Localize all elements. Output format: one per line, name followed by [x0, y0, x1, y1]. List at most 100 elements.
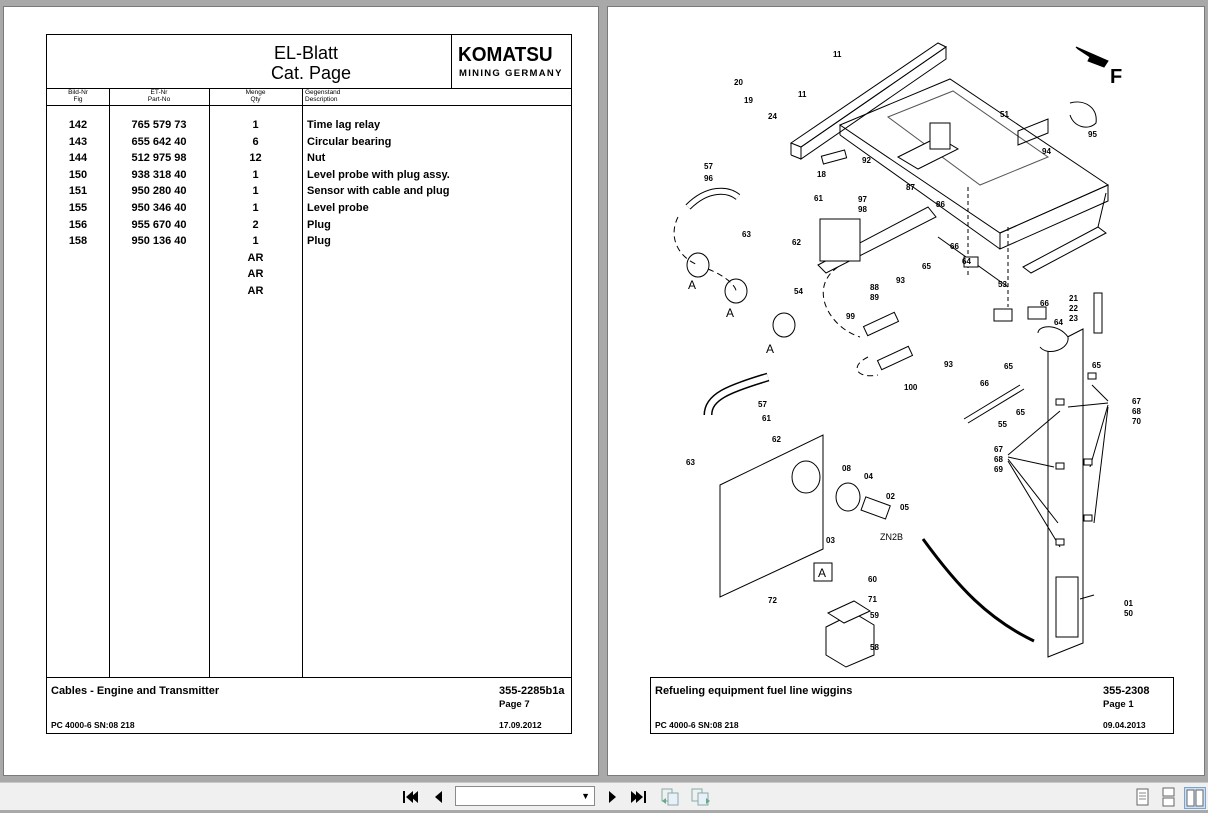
footer-model: PC 4000-6 SN:08 218 — [655, 720, 739, 730]
next-view-icon[interactable] — [690, 787, 710, 807]
label-a: A — [726, 306, 734, 320]
part-number-cell: 950 346 40 — [131, 201, 187, 214]
part-number-cell: 765 579 73 — [131, 119, 187, 131]
footer-date: 17.09.2012 — [499, 720, 542, 730]
callout-number: 93 — [944, 360, 953, 369]
fig-cell: 151 — [68, 185, 88, 198]
footer-doc-number: 355-2308 — [1103, 685, 1150, 697]
description-cell: Level probe — [307, 201, 369, 214]
qty-cell: 1 — [252, 185, 259, 198]
column-header-qty-en: Qty — [250, 96, 261, 103]
sheet-footer: Cables - Engine and Transmitter 355-2285… — [47, 677, 571, 734]
description-cell: Level probe with plug assy. — [307, 168, 450, 181]
callout-number: 98 — [858, 205, 867, 214]
komatsu-logo: KOMATSU MINING GERMANY — [452, 35, 571, 88]
qty-cell: AR — [247, 251, 264, 264]
exploded-view-drawing: 1120192411519594579618928797988661636266… — [673, 42, 1141, 668]
callout-number: 20 — [734, 78, 743, 87]
table-row: AR — [47, 285, 571, 302]
callout-number: 03 — [826, 536, 835, 545]
single-page-icon[interactable] — [1132, 787, 1152, 807]
callout-number: 51 — [1000, 110, 1009, 119]
callout-number: 99 — [846, 312, 855, 321]
description-cell: Plug — [307, 235, 331, 248]
qty-cell: 1 — [252, 119, 259, 131]
column-divider — [109, 89, 110, 677]
callout-number: 70 — [1132, 417, 1141, 426]
label-zn2b: ZN2B — [880, 532, 903, 542]
callout-number: 95 — [1088, 130, 1097, 139]
qty-cell: 1 — [252, 235, 259, 248]
callout-number: 53 — [998, 280, 1007, 289]
part-number-cell: 950 136 40 — [131, 235, 187, 248]
next-page-icon[interactable] — [603, 787, 623, 807]
drawing-footer: Refueling equipment fuel line wiggins 35… — [650, 677, 1174, 734]
callout-number: 87 — [906, 183, 915, 192]
part-number-cell: 655 642 40 — [131, 135, 187, 148]
fig-cell: 150 — [68, 168, 88, 181]
description-cell: Sensor with cable and plug — [307, 185, 450, 198]
label-f: F — [1110, 66, 1122, 88]
qty-cell: AR — [247, 268, 264, 281]
footer-title: Refueling equipment fuel line wiggins — [655, 685, 853, 697]
label-a-box: A — [818, 566, 826, 580]
callout-number: 08 — [842, 464, 851, 473]
callout-number: 96 — [704, 174, 713, 183]
qty-cell: 12 — [249, 152, 262, 165]
qty-cell: 2 — [252, 218, 259, 231]
callout-number: 100 — [904, 383, 918, 392]
column-header-qty: Menge Qty — [209, 89, 302, 103]
fig-cell: 143 — [68, 135, 88, 148]
callout-number: 94 — [1042, 147, 1051, 156]
continuous-page-icon[interactable] — [1158, 787, 1178, 807]
callout-number: 66 — [1040, 299, 1049, 308]
callout-number: 50 — [1124, 609, 1133, 618]
callout-number: 64 — [962, 257, 971, 266]
callout-number: 19 — [744, 96, 753, 105]
callout-number: 88 — [870, 283, 879, 292]
callout-number: 57 — [704, 162, 713, 171]
two-page-icon[interactable] — [1184, 787, 1206, 809]
column-divider — [209, 89, 210, 677]
part-number-cell: 938 318 40 — [131, 168, 187, 181]
left-page: EL-Blatt Cat. Page KOMATSU MINING GERMAN… — [3, 6, 599, 776]
label-a: A — [766, 342, 774, 356]
first-page-icon[interactable] — [399, 787, 419, 807]
callout-number: 71 — [868, 595, 877, 604]
footer-page: Page 7 — [499, 699, 530, 710]
callout-number: 63 — [686, 458, 695, 467]
callout-number: 22 — [1069, 304, 1078, 313]
callout-number: 67 — [1132, 397, 1141, 406]
logo-sub-text: MINING GERMANY — [459, 68, 563, 79]
callout-number: 02 — [886, 492, 895, 501]
column-header-desc: Gegenstand Description — [305, 89, 340, 103]
callout-number: 67 — [994, 445, 1003, 454]
callout-number: 24 — [768, 112, 777, 121]
callout-number: 63 — [742, 230, 751, 239]
callout-number: 21 — [1069, 294, 1078, 303]
callout-number: 11 — [798, 90, 807, 99]
callout-number: 05 — [900, 503, 909, 512]
fig-cell: 142 — [68, 119, 88, 131]
callout-number: 11 — [833, 50, 842, 59]
prev-page-icon[interactable] — [428, 787, 448, 807]
footer-page: Page 1 — [1103, 699, 1134, 710]
callout-number: 65 — [1004, 362, 1013, 371]
column-header-fig: Bild-Nr Fig — [47, 89, 109, 103]
title-block: EL-Blatt Cat. Page — [47, 35, 452, 88]
last-page-icon[interactable] — [630, 787, 650, 807]
callout-number: 01 — [1124, 599, 1133, 608]
callout-number: 93 — [896, 276, 905, 285]
fig-cell: 158 — [68, 235, 88, 248]
column-header-part-de: ET-Nr — [150, 89, 168, 96]
page-number-select[interactable]: ▼ — [455, 786, 595, 806]
label-a: A — [688, 278, 696, 292]
callout-number: 92 — [862, 156, 871, 165]
qty-cell: 1 — [252, 201, 259, 214]
fig-cell: 144 — [68, 152, 88, 165]
callout-number: 62 — [792, 238, 801, 247]
previous-view-icon[interactable] — [660, 787, 680, 807]
qty-cell: 6 — [252, 135, 259, 148]
callout-number: 65 — [1016, 408, 1025, 417]
